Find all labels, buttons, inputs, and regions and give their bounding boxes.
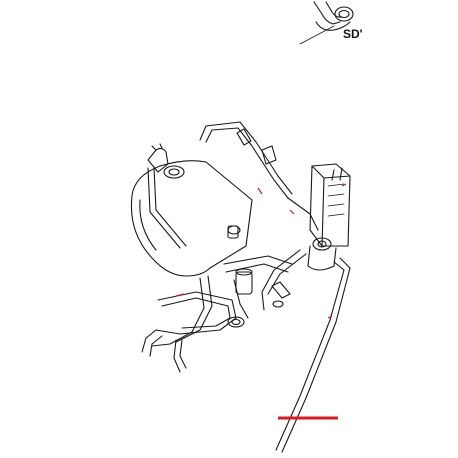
callout-label: SD' bbox=[343, 27, 363, 41]
boiler-elbow-fitting bbox=[147, 143, 187, 249]
boiler-cylinder bbox=[130, 160, 253, 277]
lower-frame-tubes bbox=[151, 255, 293, 347]
steam-pipe bbox=[199, 121, 319, 231]
pressure-switch-block bbox=[309, 163, 351, 247]
drain-hose bbox=[275, 257, 351, 453]
pump-valve-assembly bbox=[261, 237, 337, 311]
red-marker-ticks bbox=[175, 187, 295, 297]
front-pipe-loops bbox=[141, 291, 245, 373]
elbow-fitting-detail bbox=[299, 1, 354, 45]
